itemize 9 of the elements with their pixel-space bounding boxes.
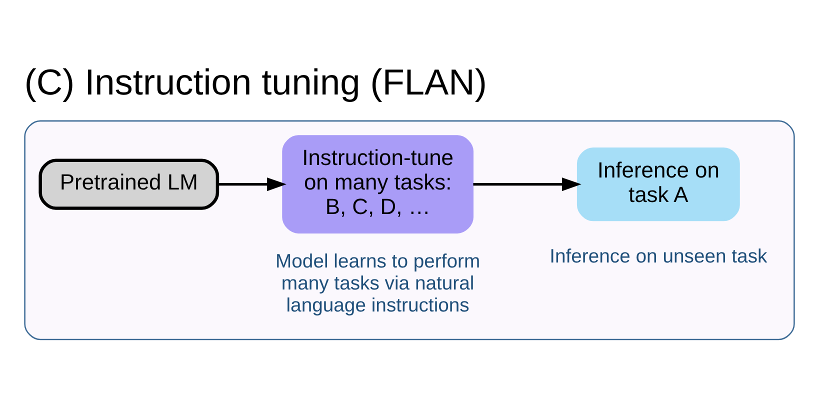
node-box: Instruction-tune on many tasks: B, C, D, … — [282, 134, 474, 233]
node-label: Model learns to perform many tasks via natural language instructions — [276, 250, 480, 316]
diagram-title: (C) Instruction tuning (FLAN) — [24, 60, 487, 102]
arrow — [473, 177, 582, 191]
cluster — [24, 120, 795, 340]
node-label: Inference on unseen task — [550, 245, 768, 268]
node-box: Inference on task A — [576, 146, 740, 221]
arrow — [218, 177, 286, 191]
node-box: Pretrained LM — [38, 158, 220, 210]
